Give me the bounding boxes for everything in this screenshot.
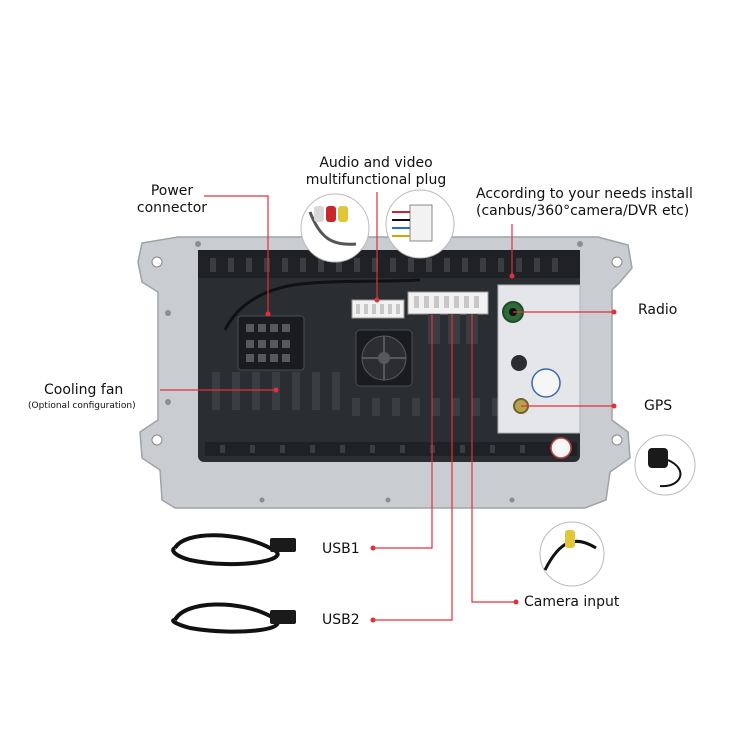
cooling-fan-label: Cooling fan (44, 382, 124, 398)
av-connector (351, 299, 405, 319)
audio-video-label: Audio and video multifunctional plug (296, 155, 456, 189)
wire-harness-icon (385, 189, 455, 259)
install-options-label-line1: According to your needs install (476, 186, 693, 202)
gps-label: GPS (644, 398, 673, 414)
power-connector-label: Power connector (112, 183, 232, 217)
usb1-label: USB1 (322, 541, 360, 557)
usb2-label: USB2 (322, 612, 360, 628)
audio-video-label-line1: Audio and video (319, 155, 433, 171)
cooling-fan (355, 329, 413, 387)
power-connector-label-line1: Power (150, 183, 194, 199)
camera-input-label: Camera input (524, 594, 620, 610)
cooling-fan-note: (Optional configuration) (28, 401, 136, 411)
leader-lines (160, 192, 614, 621)
expansion-connectors (407, 291, 489, 344)
install-options-label: According to your needs install (canbus/… (476, 186, 693, 220)
audio-video-label-line2: multifunctional plug (305, 172, 447, 188)
gps-antenna-icon (634, 434, 696, 496)
rca-cable-icon (300, 193, 370, 263)
radio-gps-panel (497, 284, 581, 459)
install-options-label-line2: (canbus/360°camera/DVR etc) (476, 203, 690, 219)
usb-cable-icon (171, 533, 296, 634)
leader-dots (265, 273, 617, 623)
power-connector-label-line2: connector (136, 200, 208, 216)
power-connector (237, 315, 305, 371)
camera-cable-icon (539, 521, 605, 587)
radio-label: Radio (638, 302, 678, 318)
